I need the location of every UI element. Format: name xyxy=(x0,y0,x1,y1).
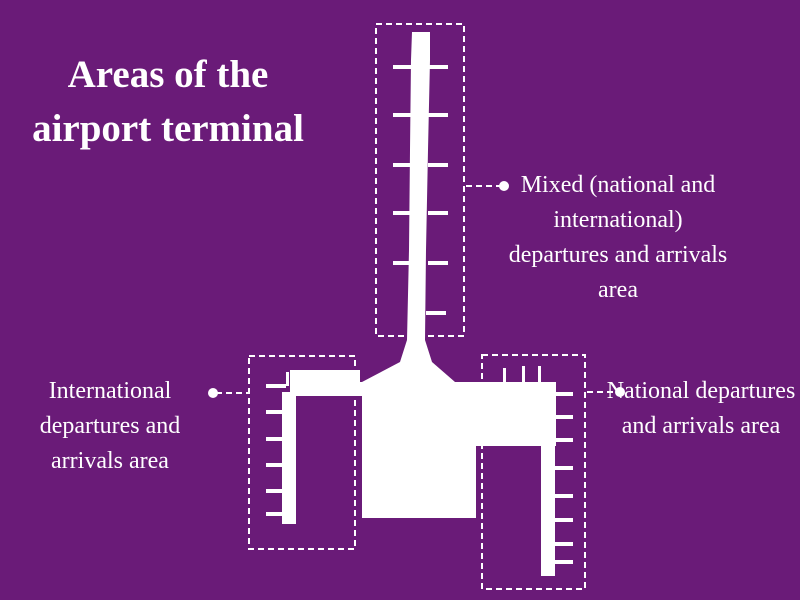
international-area-pier xyxy=(266,370,328,524)
international-area-label: International departures and arrivals ar… xyxy=(39,378,181,474)
international-leader-dot xyxy=(208,388,218,398)
central-hall xyxy=(290,370,556,518)
mixed-area-label: Mixed (national and international) depar… xyxy=(508,172,728,303)
national-area-label: National departures and arrivals area xyxy=(606,378,796,439)
national-area-boundary xyxy=(481,354,586,590)
mixed-area-pier xyxy=(362,32,455,382)
mixed-area-boundary xyxy=(375,23,465,337)
mixed-leader-dot xyxy=(499,181,509,191)
national-area-pier xyxy=(503,366,573,576)
diagram-title: Areas of the airport terminal xyxy=(32,53,304,150)
international-area-boundary xyxy=(248,355,356,550)
national-leader-dot xyxy=(615,387,625,397)
